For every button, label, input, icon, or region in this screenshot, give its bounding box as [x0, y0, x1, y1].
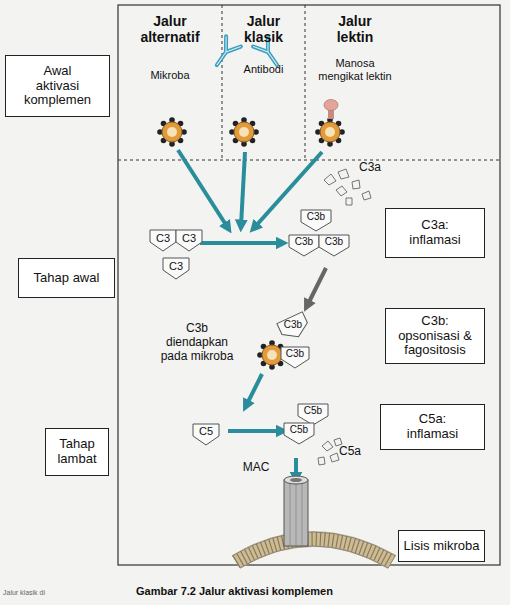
- microbe-symbol: [229, 117, 259, 147]
- pathway-arrow: [246, 374, 262, 406]
- antibody-symbol: [209, 36, 240, 70]
- effect-box: C5a: inflamasi: [380, 404, 485, 450]
- pathway-trigger: Antibodi: [226, 63, 302, 76]
- effect-box: Lisis mikroba: [398, 530, 485, 562]
- frame: [118, 160, 500, 161]
- small-fragment: [346, 198, 352, 205]
- molecule-label: C3a: [359, 161, 381, 175]
- small-fragment: [352, 180, 360, 189]
- pathway-heading: Jalur klasik: [233, 13, 295, 45]
- effect-box: C3b: opsonisasi & fagositosis: [385, 308, 485, 364]
- pathway-column: Jalur lektinManosa mengikat lektin: [305, 5, 405, 160]
- complement-fragment: [277, 312, 311, 343]
- molecule-label: C3: [182, 232, 196, 245]
- microbe-symbol: [315, 117, 345, 147]
- box-text: Lisis mikroba: [402, 539, 482, 554]
- pathway-column: Jalur klasikAntibodi: [222, 5, 305, 160]
- molecule-label: C3b: [307, 211, 325, 223]
- molecule-label: C5b: [304, 405, 322, 417]
- stage-box: Awal aktivasi komplemen: [5, 55, 110, 117]
- complement-fragment: [319, 235, 349, 256]
- annotation-text: C3b diendapkan pada mikroba: [157, 322, 237, 363]
- pathway-column: Jalur alternatifMikroba: [118, 5, 222, 160]
- small-fragment: [336, 186, 347, 196]
- complement-fragment: [150, 230, 176, 251]
- pathway-trigger: Manosa mengikat lektin: [314, 57, 396, 82]
- cell-membrane: [232, 532, 396, 568]
- frame: [305, 5, 306, 160]
- molecule-label: C3b: [325, 236, 343, 248]
- small-fragment: [338, 169, 349, 179]
- figure-caption: Gambar 7.2 Jalur aktivasi komplemen: [136, 585, 333, 597]
- box-text: C5a: inflamasi: [404, 412, 462, 442]
- effect-box: C3a: inflamasi: [385, 208, 485, 258]
- pathway-heading: Jalur alternatif: [130, 13, 210, 45]
- molecule-label: C3: [156, 232, 170, 245]
- small-fragment: [324, 174, 336, 185]
- antibody-symbol: [209, 36, 240, 70]
- box-text: Awal aktivasi komplemen: [22, 64, 94, 109]
- complement-fragment: [176, 230, 202, 251]
- pathway-arrow: [294, 458, 298, 478]
- molecule-label: C5b: [290, 424, 308, 436]
- mac-pore: [296, 484, 297, 546]
- molecule-label: C5: [199, 425, 213, 438]
- frame: [222, 5, 223, 160]
- molecule-label: C3: [169, 260, 183, 273]
- box-text: C3a: inflamasi: [406, 218, 464, 248]
- complement-fragment: [289, 235, 319, 256]
- small-fragment: [322, 441, 333, 451]
- mannose-lectin-symbol: [328, 110, 334, 119]
- frame: [118, 5, 500, 565]
- complement-fragment: [281, 347, 309, 368]
- small-fragment: [318, 457, 325, 465]
- stage-box: Tahap awal: [18, 258, 115, 298]
- antibody-symbol: [209, 36, 240, 70]
- small-fragment: [318, 169, 371, 465]
- molecule-label: C3b: [295, 236, 313, 248]
- complement-fragment: [150, 210, 349, 445]
- frame: [118, 5, 500, 565]
- mac-pore: [302, 482, 303, 546]
- mac-pore: [290, 478, 302, 482]
- deposition-arrow: [307, 268, 326, 306]
- pathway-arrow: [178, 150, 322, 478]
- microbe-symbol: [157, 117, 345, 370]
- pathway-arrow: [200, 241, 282, 245]
- stage-box: Tahap lambat: [45, 428, 109, 476]
- page-fragment-text: Jalur klasik di: [3, 589, 45, 597]
- complement-fragment: [193, 424, 219, 445]
- pathway-trigger: Mikroba: [125, 69, 215, 82]
- box-text: C3b: opsonisasi & fagositosis: [393, 314, 477, 359]
- mac-pore: [284, 476, 308, 546]
- mac-pore: [284, 480, 308, 546]
- molecule-label: C5a: [339, 445, 361, 459]
- mannose-lectin-symbol: [324, 100, 338, 111]
- small-fragment: [330, 453, 339, 462]
- box-text: Tahap awal: [22, 271, 112, 286]
- cell-membrane: [240, 546, 388, 568]
- box-text: Tahap lambat: [48, 437, 106, 467]
- molecule-label: C3b: [286, 348, 304, 360]
- complement-fragment: [163, 258, 189, 279]
- pathway-arrow: [228, 429, 282, 433]
- complement-fragment: [284, 423, 314, 444]
- mannose-lectin-symbol: [324, 100, 338, 120]
- small-fragment: [362, 191, 371, 200]
- mac-pore: [284, 476, 308, 484]
- pathway-arrow: [241, 152, 245, 226]
- molecule-label: C3b: [284, 319, 302, 331]
- pathway-arrow: [178, 150, 228, 228]
- mac-pore: [290, 482, 291, 546]
- deposition-arrow: [307, 268, 326, 306]
- microbe-symbol: [157, 117, 187, 147]
- cell-membrane: [232, 532, 396, 556]
- complement-fragment: [298, 404, 328, 425]
- complement-fragment: [301, 210, 331, 231]
- pathway-heading: Jalur lektin: [324, 13, 386, 45]
- molecule-label: MAC: [243, 461, 270, 475]
